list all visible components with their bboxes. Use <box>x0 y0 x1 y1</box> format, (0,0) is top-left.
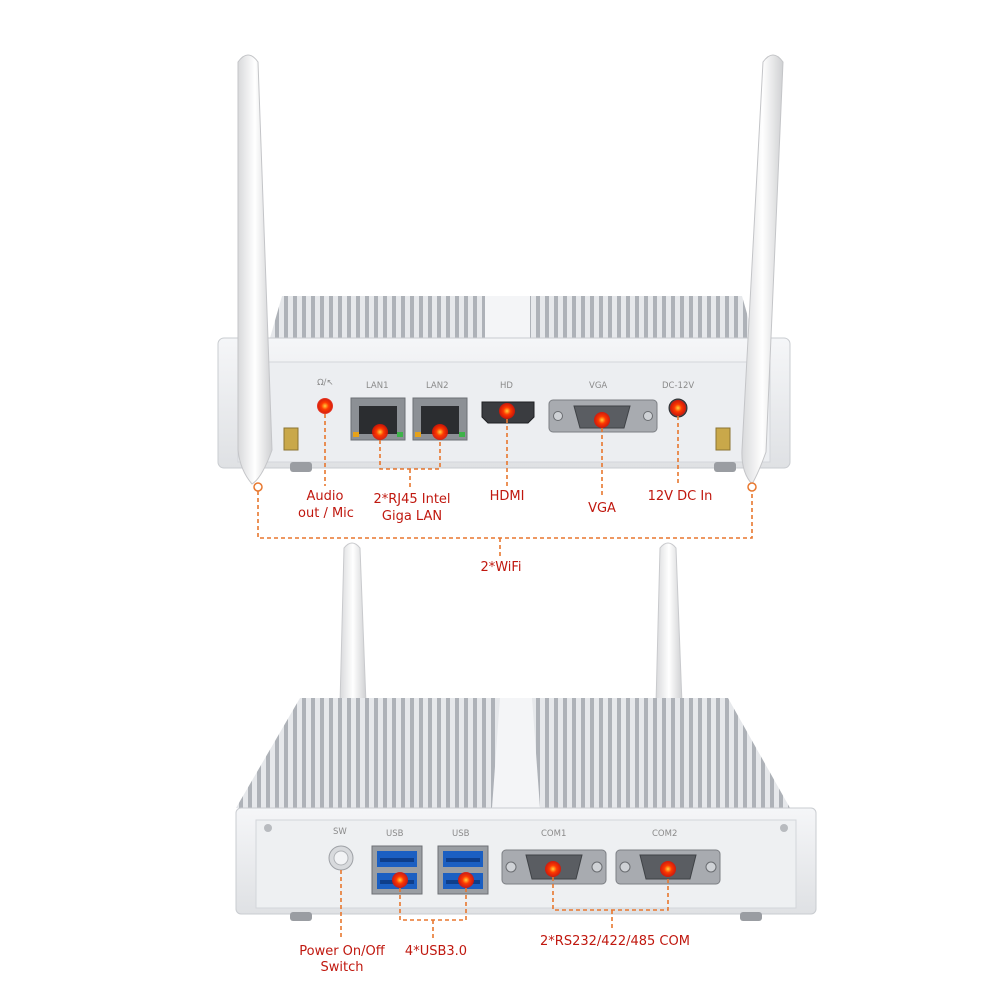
left-antenna-connector <box>283 427 299 451</box>
lan1-port-label: LAN1 <box>366 381 389 391</box>
top-antenna-left <box>237 54 273 485</box>
wifi-callout: 2*WiFi <box>480 560 521 575</box>
lan-leader <box>379 440 441 490</box>
com-leader <box>552 877 669 930</box>
usb-leader <box>399 888 467 940</box>
com2-port-label: COM2 <box>652 829 677 839</box>
lan-callout-line1: 2*RJ45 Intel <box>373 492 450 507</box>
power-switch <box>328 845 354 871</box>
vga-port-label: VGA <box>589 381 607 391</box>
bottom-antenna-right <box>655 542 683 705</box>
usb-highlight-dot-1 <box>392 872 408 888</box>
com1-port-label: COM1 <box>541 829 566 839</box>
com1-highlight-dot <box>545 861 561 877</box>
left-wifi-highlight <box>253 482 263 492</box>
dc-callout: 12V DC In <box>648 489 713 504</box>
vga-highlight-dot <box>594 412 610 428</box>
right-wifi-highlight <box>747 482 757 492</box>
audio-callout-line1: Audio <box>307 489 344 504</box>
bottom-foot-right <box>740 912 762 921</box>
dc-port-label: DC-12V <box>662 381 694 391</box>
right-antenna-connector <box>715 427 731 451</box>
top-unit: Ω/↖ LAN1 LAN2 HD VGA DC-12V <box>217 54 791 575</box>
bottom-unit: SW USB USB COM1 COM2 <box>235 542 817 975</box>
power-callout-line1: Power On/Off <box>299 944 386 959</box>
usb1-port-label: USB <box>386 829 404 839</box>
lan-callout-line2: Giga LAN <box>382 509 442 524</box>
bottom-foot-left <box>290 912 312 921</box>
hd-port-label: HD <box>500 381 513 391</box>
lan2-port-label: LAN2 <box>426 381 449 391</box>
vga-callout: VGA <box>588 501 616 516</box>
bottom-antenna-left <box>339 542 367 705</box>
top-foot-right <box>714 462 736 472</box>
top-antenna-right <box>741 54 784 485</box>
sw-port-label: SW <box>333 827 347 837</box>
bottom-heatsink-center-ridge <box>492 698 540 808</box>
usb-highlight-dot-2 <box>458 872 474 888</box>
hdmi-highlight-dot <box>499 403 515 419</box>
com-callout: 2*RS232/422/485 COM <box>540 934 690 949</box>
com2-highlight-dot <box>660 861 676 877</box>
dc-highlight-dot <box>670 400 686 416</box>
hdmi-callout: HDMI <box>490 489 525 504</box>
lan1-highlight-dot <box>372 424 388 440</box>
audio-highlight-dot <box>317 398 333 414</box>
audio-port-label: Ω/↖ <box>317 378 333 388</box>
lan2-highlight-dot <box>432 424 448 440</box>
usb-callout: 4*USB3.0 <box>405 944 467 959</box>
usb2-port-label: USB <box>452 829 470 839</box>
audio-callout-line2: out / Mic <box>298 506 354 521</box>
wifi-leader <box>257 491 753 556</box>
power-callout-line2: Switch <box>321 960 364 975</box>
top-foot-left <box>290 462 312 472</box>
